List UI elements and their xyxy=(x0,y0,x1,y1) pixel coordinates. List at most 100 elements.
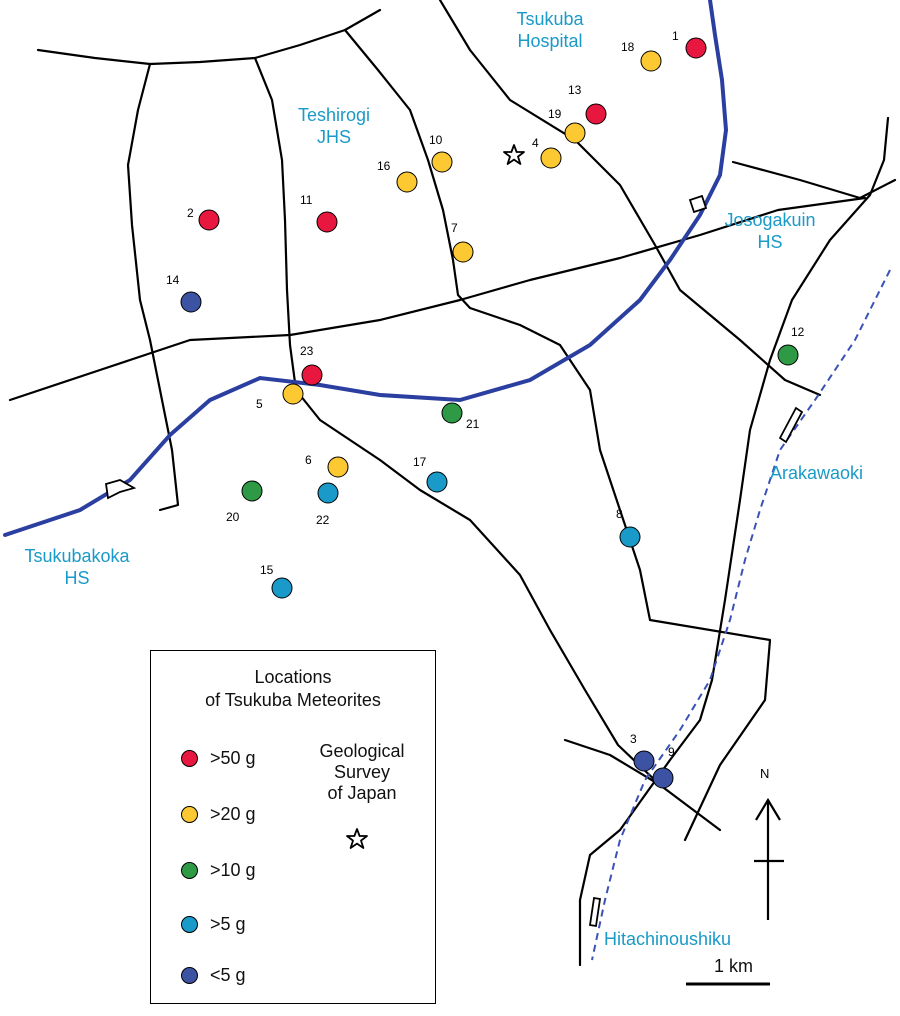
meteorite-number-11: 11 xyxy=(300,193,313,207)
road xyxy=(578,116,890,967)
station-marker xyxy=(588,896,602,928)
legend-item-label: >50 g xyxy=(210,747,256,768)
meteorite-number-16: 16 xyxy=(377,159,391,173)
meteorite-dot-23 xyxy=(301,364,323,386)
meteorite-number-4: 4 xyxy=(532,136,539,150)
meteorite-dot-18 xyxy=(640,50,662,72)
label-tsukubakoka-hs: Tsukubakoka HS xyxy=(2,545,152,589)
meteorite-dot-2 xyxy=(198,209,220,231)
meteorite-dot-19 xyxy=(564,122,586,144)
meteorite-dot-4 xyxy=(540,147,562,169)
meteorite-number-3: 3 xyxy=(630,732,637,746)
meteorite-dot-22 xyxy=(317,482,339,504)
meteorite-dot-8 xyxy=(619,526,641,548)
legend-item-gt5: >5 g xyxy=(181,914,246,934)
meteorite-number-2: 2 xyxy=(187,206,194,220)
north-arrow xyxy=(754,797,784,920)
legend-gsj-label: Geological Survey of Japan xyxy=(299,741,425,804)
label-teshirogi-jhs: Teshirogi JHS xyxy=(284,104,384,148)
meteorite-number-13: 13 xyxy=(568,83,582,97)
meteorite-number-22: 22 xyxy=(316,513,330,527)
legend-gsj-line1: Geological xyxy=(319,741,405,761)
road xyxy=(731,160,897,200)
meteorite-dot-14 xyxy=(180,291,202,313)
meteorite-dot-13 xyxy=(585,103,607,125)
legend-item-gt50: >50 g xyxy=(181,748,256,768)
meteorite-number-17: 17 xyxy=(413,455,427,469)
legend-item-label: >5 g xyxy=(210,913,246,934)
road xyxy=(253,56,298,392)
meteorite-number-6: 6 xyxy=(305,453,312,467)
label-teshirogi-line1: Teshirogi xyxy=(297,105,371,125)
scale-label: 1 km xyxy=(714,956,754,976)
legend-gsj-line3: of Japan xyxy=(327,783,397,803)
legend-swatch-blue xyxy=(181,966,198,984)
road xyxy=(294,388,722,832)
label-tsukuba-hospital: Tsukuba Hospital xyxy=(500,8,600,52)
meteorite-number-14: 14 xyxy=(166,273,180,287)
legend-swatch-green xyxy=(181,861,198,879)
meteorite-number-1: 1 xyxy=(672,29,679,43)
legend-item-label: <5 g xyxy=(210,964,246,985)
gsj-star-icon xyxy=(502,143,526,172)
meteorite-number-18: 18 xyxy=(621,40,635,54)
legend-box: Locations of Tsukuba Meteorites >50 g >2… xyxy=(150,650,436,1004)
label-tsukubakoka-line2: HS xyxy=(64,568,90,588)
meteorite-dot-20 xyxy=(241,480,263,502)
station-marker xyxy=(688,194,708,214)
meteorite-number-10: 10 xyxy=(429,133,443,147)
meteorite-number-23: 23 xyxy=(300,344,314,358)
meteorite-dot-9 xyxy=(652,767,674,789)
legend-item-label: >20 g xyxy=(210,803,256,824)
meteorite-number-19: 19 xyxy=(548,107,562,121)
legend-item-lt5: <5 g xyxy=(181,965,246,985)
meteorite-number-21: 21 xyxy=(466,417,480,431)
meteorite-dot-15 xyxy=(271,577,293,599)
meteorite-dot-6 xyxy=(327,456,349,478)
meteorite-dot-7 xyxy=(452,241,474,263)
meteorite-dots xyxy=(180,37,799,789)
legend-swatch-yellow xyxy=(181,805,198,823)
meteorite-number-15: 15 xyxy=(260,563,274,577)
meteorite-number-7: 7 xyxy=(451,221,458,235)
meteorite-dot-5 xyxy=(282,383,304,405)
label-arakawaoki-text: Arakawaoki xyxy=(770,463,864,483)
meteorite-number-20: 20 xyxy=(226,510,240,524)
legend-item-label: >10 g xyxy=(210,859,256,880)
legend-star-icon xyxy=(345,827,369,856)
meteorite-number-8: 8 xyxy=(616,507,623,521)
road xyxy=(36,8,382,66)
label-teshirogi-line2: JHS xyxy=(316,127,351,147)
label-josogakuin-line2: HS xyxy=(757,232,783,252)
compass-north-label: N xyxy=(760,766,770,781)
meteorite-dot-1 xyxy=(685,37,707,59)
label-tsukuba-hospital-line2: Hospital xyxy=(517,31,583,51)
legend-title: Locations of Tsukuba Meteorites xyxy=(151,666,435,712)
station-marker xyxy=(778,406,804,444)
label-hitachinoushiku: Hitachinoushiku xyxy=(604,928,731,950)
label-hitachinoushiku-text: Hitachinoushiku xyxy=(604,929,732,949)
road xyxy=(343,28,772,842)
meteorite-dot-11 xyxy=(316,211,338,233)
legend-title-line2: of Tsukuba Meteorites xyxy=(205,690,381,710)
legend-swatch-red xyxy=(181,749,198,767)
railway-line-dashed xyxy=(591,269,891,961)
legend-title-line1: Locations xyxy=(254,667,332,687)
station-marker xyxy=(104,479,137,500)
station-markers xyxy=(104,194,804,928)
meteorite-dot-3 xyxy=(633,750,655,772)
railway-line xyxy=(3,0,729,537)
meteorite-number-12: 12 xyxy=(791,325,805,339)
legend-item-gt10: >10 g xyxy=(181,860,256,880)
road xyxy=(563,738,662,787)
meteorite-dot-17 xyxy=(426,471,448,493)
label-tsukuba-hospital-line1: Tsukuba xyxy=(516,9,584,29)
legend-swatch-cyan xyxy=(181,915,198,933)
label-tsukubakoka-line1: Tsukubakoka xyxy=(24,546,130,566)
legend-item-gt20: >20 g xyxy=(181,804,256,824)
meteorite-dot-12 xyxy=(777,344,799,366)
meteorite-dot-21 xyxy=(441,402,463,424)
road xyxy=(438,0,822,397)
meteorite-dot-10 xyxy=(431,151,453,173)
